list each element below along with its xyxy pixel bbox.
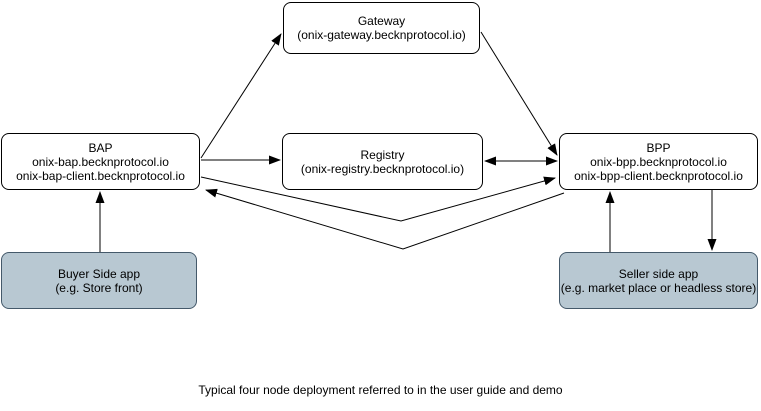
gateway-url: (onix-gateway.becknprotocol.io) (297, 28, 466, 42)
bap-url: onix-bap.becknprotocol.io (32, 154, 169, 169)
gateway-title: Gateway (357, 14, 406, 28)
seller-app-node: Seller side app (e.g. market place or he… (559, 252, 758, 309)
seller-app-title: Seller side app (618, 266, 699, 281)
gateway-node: Gateway (onix-gateway.becknprotocol.io) (283, 2, 480, 54)
bap-client-url: onix-bap-client.becknprotocol.io (16, 168, 185, 183)
arrow-bap-to-gateway (200, 33, 282, 159)
seller-app-example: (e.g. market place or headless store) (560, 280, 757, 295)
registry-title: Registry (360, 147, 405, 162)
bap-node: BAP onix-bap.becknprotocol.io onix-bap-c… (1, 133, 200, 190)
arrow-gateway-to-bpp (480, 31, 558, 156)
diagram-caption: Typical four node deployment referred to… (198, 383, 563, 397)
arrow-bpp-to-bap (205, 188, 565, 250)
bpp-client-url: onix-bpp-client.becknprotocol.io (574, 168, 743, 183)
bap-title: BAP (88, 140, 113, 155)
buyer-app-node: Buyer Side app (e.g. Store front) (1, 252, 197, 309)
bpp-node: BPP onix-bpp.becknprotocol.io onix-bpp-c… (559, 133, 758, 190)
registry-url: (onix-registry.becknprotocol.io) (300, 161, 465, 176)
buyer-app-example: (e.g. Store front) (55, 280, 143, 295)
registry-node: Registry (onix-registry.becknprotocol.io… (282, 133, 483, 190)
bpp-title: BPP (646, 140, 671, 155)
arrow-bap-to-bpp (200, 176, 556, 222)
buyer-app-title: Buyer Side app (57, 266, 141, 281)
bpp-url: onix-bpp.becknprotocol.io (590, 154, 727, 169)
